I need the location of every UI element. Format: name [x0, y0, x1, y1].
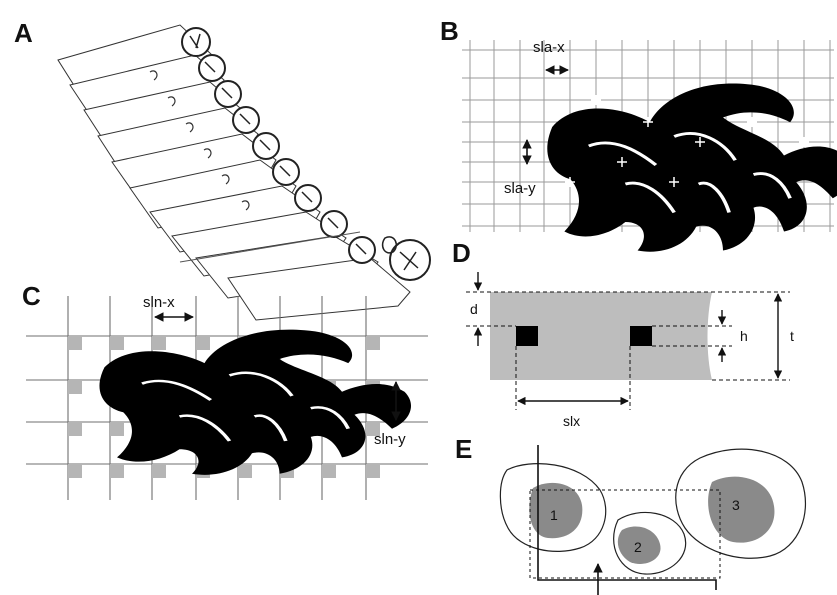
panel-b: B sla-x sla-y [440, 16, 837, 252]
probe-left [516, 326, 538, 346]
panel-a: A [14, 18, 430, 320]
label-sln-x: sln-x [143, 294, 175, 311]
label-region-3: 3 [732, 497, 740, 513]
panel-letter-e: E [455, 434, 472, 464]
label-h: h [740, 328, 748, 344]
tissue-section-b [547, 84, 837, 252]
panel-letter-a: A [14, 18, 33, 48]
panel-d: D d h t slx [452, 238, 794, 429]
label-d: d [470, 301, 478, 317]
label-region-2: 2 [634, 539, 642, 555]
label-sla-x: sla-x [533, 39, 565, 56]
label-slx: slx [563, 413, 580, 429]
stacked-sections [58, 25, 410, 320]
probe-right [630, 326, 652, 346]
panel-c: C sln-x [22, 281, 428, 500]
tissue-section-c [99, 330, 411, 475]
panel-letter-d: D [452, 238, 471, 268]
panel-letter-c: C [22, 281, 41, 311]
label-sla-y: sla-y [504, 180, 536, 197]
label-t: t [790, 328, 794, 344]
label-sln-y: sln-y [374, 431, 406, 448]
label-region-1: 1 [550, 507, 558, 523]
panel-letter-b: B [440, 16, 459, 46]
panel-e: E 1 2 3 [455, 434, 805, 595]
